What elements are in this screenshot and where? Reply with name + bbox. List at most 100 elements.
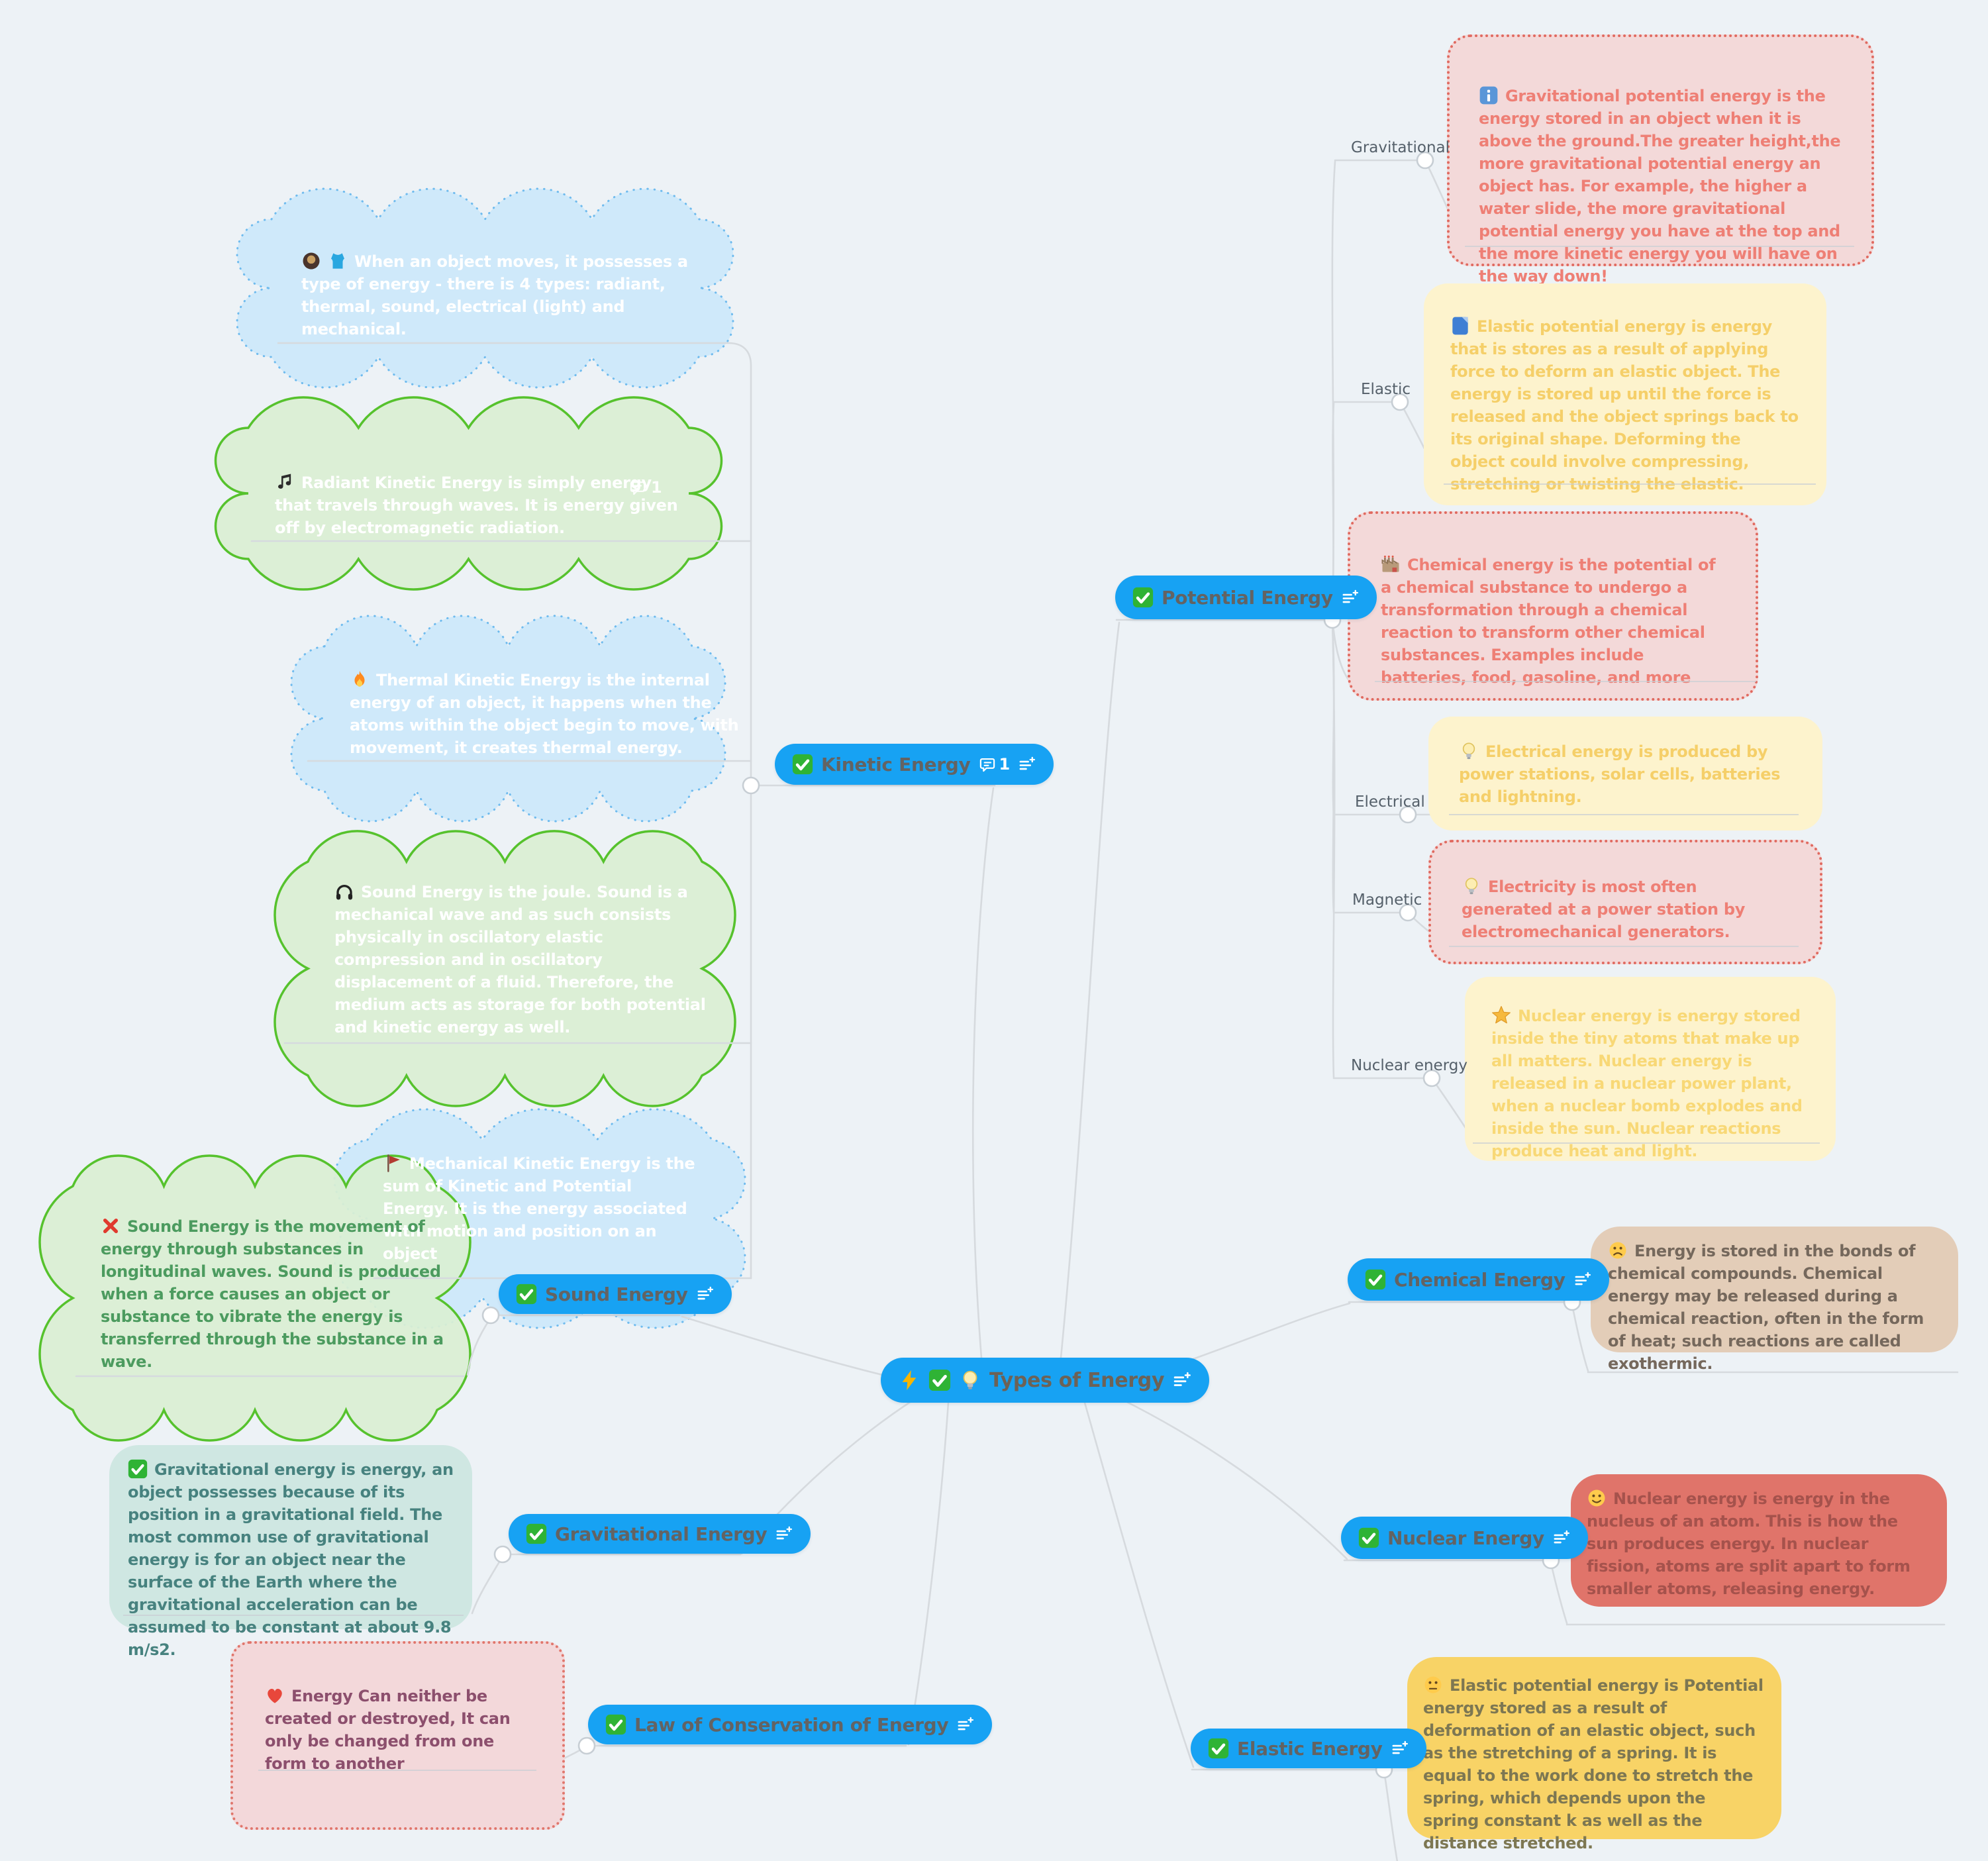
magnetic-note[interactable]: Electricity is most often generated at a… <box>1428 840 1822 964</box>
conservation-note[interactable]: Energy Can neither be created or destroy… <box>230 1641 565 1830</box>
junction-dot[interactable] <box>1391 393 1409 411</box>
comment-badge[interactable]: 1 <box>979 755 1010 774</box>
topic-potential[interactable]: Potential Energy <box>1115 576 1377 619</box>
topic-kinetic[interactable]: Kinetic Energy 1 <box>775 744 1054 785</box>
chemical-energy-note[interactable]: Energy is stored in the bonds of chemica… <box>1591 1227 1958 1373</box>
topic-elastic[interactable]: Elastic Energy <box>1191 1729 1426 1768</box>
elastic-potential-note[interactable]: Elastic potential energy is energy that … <box>1424 283 1826 505</box>
note-divider <box>1375 681 1756 682</box>
zap-icon <box>898 1369 920 1391</box>
notesadd-icon[interactable] <box>1018 755 1036 774</box>
sound-wave-cloud-shape[interactable] <box>273 830 736 1107</box>
electrical-note[interactable]: Electrical energy is produced by power s… <box>1428 717 1822 830</box>
sound-definition-cloud-text: Sound Energy is the movement of energy t… <box>101 1217 444 1371</box>
fire-icon <box>350 670 370 689</box>
junction-dot[interactable] <box>481 1306 500 1325</box>
heart-icon <box>265 1685 285 1705</box>
topic-label: Types of Energy <box>989 1368 1165 1392</box>
chemical-potential-note[interactable]: Chemical energy is the potential of a ch… <box>1348 511 1758 701</box>
junction-dot[interactable] <box>577 1736 596 1755</box>
check-icon <box>128 1459 148 1479</box>
notesadd-icon[interactable] <box>1172 1370 1192 1390</box>
wire-center-law <box>907 1401 950 1746</box>
wire-center-kinetic <box>971 787 995 1359</box>
thermal-cloud[interactable]: Thermal Kinetic Energy is the internal e… <box>350 669 754 759</box>
label-electrical[interactable]: Electrical <box>1355 793 1425 811</box>
junction-dot[interactable] <box>493 1545 512 1564</box>
nuclear-energy-note[interactable]: Nuclear energy is energy in the nucleus … <box>1571 1474 1947 1607</box>
label-gravitational[interactable]: Gravitational <box>1351 139 1450 156</box>
check-icon <box>928 1369 951 1391</box>
notesadd-icon[interactable] <box>956 1715 975 1734</box>
mechanical-cloud[interactable]: Mechanical Kinetic Energy is the sum of … <box>383 1152 701 1265</box>
junction-dot[interactable] <box>1416 151 1434 170</box>
chemical-potential-note-text: Chemical energy is the potential of a ch… <box>1381 556 1716 687</box>
sound-wave-cloud[interactable]: Sound Energy is the joule. Sound is a me… <box>334 881 712 1038</box>
topic-gravitational[interactable]: Gravitational Energy <box>509 1514 811 1554</box>
flag-icon <box>383 1153 403 1173</box>
radiant-cloud-text: Radiant Kinetic Energy is simply energy … <box>275 474 678 537</box>
doc-icon <box>1450 316 1470 336</box>
xmark-icon <box>101 1216 121 1236</box>
topic-law[interactable]: Law of Conservation of Energy <box>588 1705 993 1744</box>
check-icon <box>1358 1527 1379 1548</box>
topic-label: Nuclear Energy <box>1387 1527 1544 1549</box>
frown-icon <box>1608 1240 1628 1260</box>
radiant-cloud[interactable]: Radiant Kinetic Energy is simply energy … <box>275 472 685 539</box>
check-icon <box>1132 587 1154 608</box>
thermal-cloud-shape[interactable] <box>290 615 726 823</box>
topic-sound[interactable]: Sound Energy <box>499 1274 732 1314</box>
notesadd-icon[interactable] <box>775 1525 793 1543</box>
elastic-energy-note[interactable]: Elastic potential energy is Potential en… <box>1407 1657 1781 1852</box>
topic-label: Kinetic Energy <box>821 753 971 776</box>
topic-label: Potential Energy <box>1162 586 1333 609</box>
check-icon <box>516 1283 537 1305</box>
fan-chemical <box>1331 619 1350 681</box>
check-icon <box>605 1714 626 1735</box>
wire-center-potential <box>1060 621 1120 1359</box>
comment-icon <box>979 756 996 773</box>
sound-wave-cloud-text: Sound Energy is the joule. Sound is a me… <box>334 883 706 1036</box>
label-elastic[interactable]: Elastic <box>1361 381 1411 398</box>
gravitational-definition-note[interactable]: Gravitational energy is energy, an objec… <box>109 1445 472 1659</box>
junction-dot[interactable] <box>1422 1069 1441 1087</box>
nuclear-potential-note[interactable]: Nuclear energy is energy stored inside t… <box>1465 977 1836 1161</box>
gravitational-potential-note[interactable]: Gravitational potential energy is the en… <box>1447 34 1874 285</box>
topic-chemical[interactable]: Chemical Energy <box>1348 1258 1609 1301</box>
label-nuclear-energy[interactable]: Nuclear energy <box>1351 1057 1467 1074</box>
junction-dot[interactable] <box>1399 903 1417 922</box>
junction-dot[interactable] <box>742 776 760 795</box>
check-icon <box>526 1523 547 1544</box>
gravitational-definition-note-text: Gravitational energy is energy, an objec… <box>128 1460 454 1659</box>
label-magnetic[interactable]: Magnetic <box>1352 891 1422 909</box>
notesadd-icon[interactable] <box>1573 1270 1592 1289</box>
kinetic-overview-cloud[interactable]: When an object moves, it possesses a typ… <box>301 250 712 340</box>
sound-definition-cloud-shape[interactable] <box>38 1154 472 1442</box>
bulb-icon <box>1459 741 1479 761</box>
neutral-icon <box>1423 1675 1443 1695</box>
kinetic-overview-cloud-shape[interactable] <box>236 187 734 389</box>
bulb-icon <box>1462 876 1481 896</box>
note-divider <box>1449 814 1799 815</box>
notesadd-icon[interactable] <box>1391 1739 1409 1758</box>
notesadd-icon[interactable] <box>696 1285 715 1303</box>
topic-nuclear[interactable]: Nuclear Energy <box>1341 1517 1588 1559</box>
check-icon <box>792 754 813 775</box>
radiant-cloud-comment-badge[interactable]: 1 <box>629 478 662 497</box>
topic-label: Law of Conservation of Energy <box>634 1713 949 1736</box>
notesadd-icon[interactable] <box>1552 1529 1571 1547</box>
notesadd-icon[interactable] <box>1341 588 1360 607</box>
root-topic-types-of-energy[interactable]: Types of Energy <box>881 1358 1210 1403</box>
bulb-icon <box>959 1369 981 1391</box>
wire-nuclear-red <box>1550 1562 1568 1625</box>
note-divider <box>123 1615 464 1616</box>
wire-grav-teal <box>471 1555 504 1615</box>
fan-nuclear <box>1331 619 1336 1079</box>
person-icon <box>301 251 321 271</box>
junction-dot[interactable] <box>1399 805 1417 824</box>
sound-definition-cloud[interactable]: Sound Energy is the movement of energy t… <box>101 1215 445 1373</box>
gravitational-potential-note-text: Gravitational potential energy is the en… <box>1479 87 1841 285</box>
vest-icon <box>328 251 348 271</box>
